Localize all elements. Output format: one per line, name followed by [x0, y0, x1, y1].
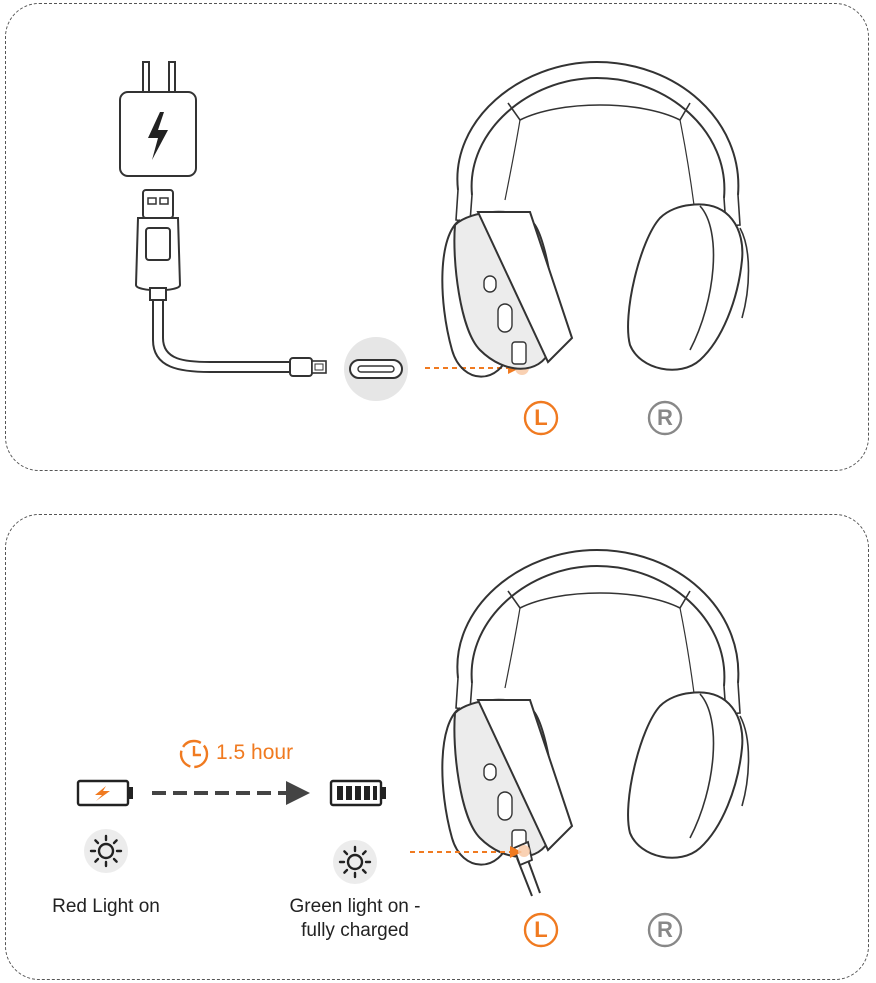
left-marker-icon	[523, 400, 559, 948]
left-marker: L	[534, 917, 548, 942]
port-highlight	[518, 845, 530, 857]
right-marker-icon	[647, 400, 683, 948]
charging-cable	[152, 300, 327, 377]
clock-icon	[179, 739, 209, 769]
light-icon	[331, 838, 379, 886]
usb-a-connector-icon	[134, 189, 182, 301]
right-marker: R	[657, 917, 673, 942]
charge-time-label: 1.5 hour	[216, 741, 294, 764]
right-marker: R	[657, 405, 673, 430]
headphones-icon	[441, 549, 750, 866]
battery-full-icon	[329, 779, 386, 807]
progress-arrowhead	[286, 781, 310, 805]
charge-arrowhead	[510, 846, 522, 858]
light-icon	[82, 827, 130, 875]
charge-status-panel	[5, 514, 869, 980]
green-light-status-line1: Green light on -	[289, 896, 421, 917]
usb-c-port-icon	[344, 337, 408, 401]
charger-plug-icon	[119, 61, 197, 177]
red-light-status: Red Light on	[52, 896, 160, 917]
left-marker: L	[534, 405, 548, 430]
usb-charging-panel	[5, 3, 869, 471]
battery-low-icon	[76, 779, 133, 807]
headphones-icon	[441, 61, 750, 378]
green-light-status-line2: fully charged	[301, 920, 409, 941]
